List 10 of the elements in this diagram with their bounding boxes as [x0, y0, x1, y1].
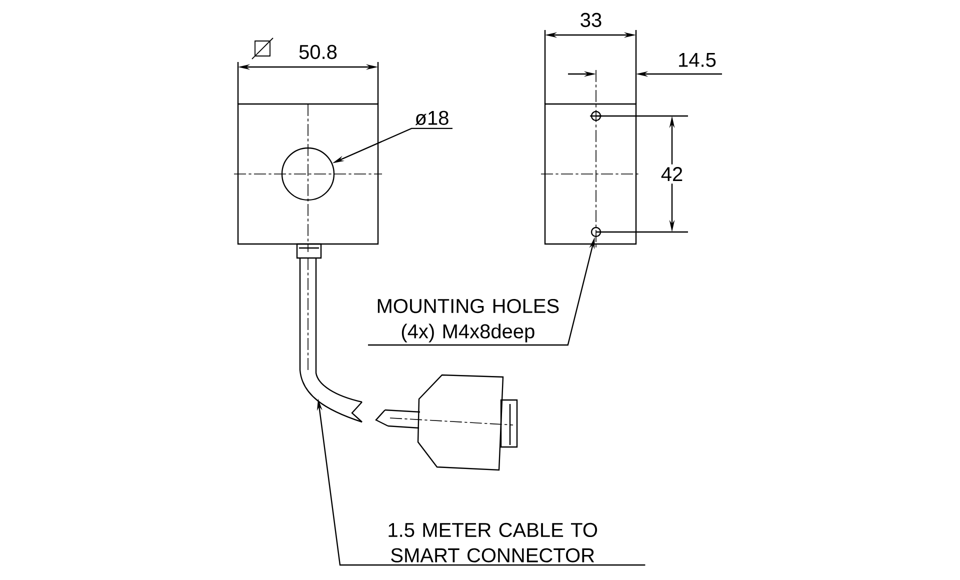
cable-drawing [299, 258, 362, 423]
dimension-text: 50.8 [299, 44, 337, 60]
callout-text: MOUNTING HOLES (4x) M4x8deep [378, 298, 559, 342]
callout-text: ø18 [415, 110, 448, 126]
mounting-hole [590, 226, 602, 238]
callout-text: 1.5 METER CABLE TO SMART CONNECTOR [388, 522, 598, 562]
dimension-text: 14.5 [679, 53, 716, 67]
dimension-text: 42 [658, 164, 686, 184]
bore-circle [281, 147, 335, 201]
dimension-text: 33 [580, 12, 602, 28]
